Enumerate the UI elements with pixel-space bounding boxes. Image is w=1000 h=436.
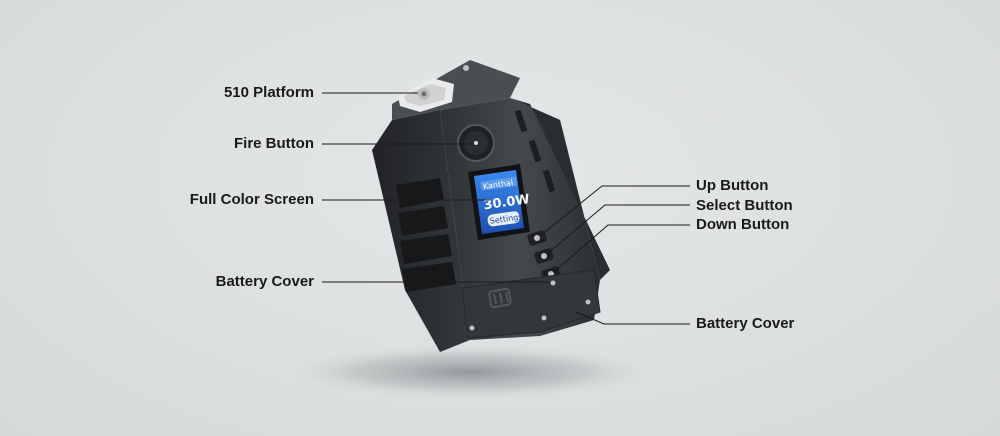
label-510-platform: 510 Platform — [223, 84, 314, 101]
screen-top-text: Kanthal — [482, 178, 513, 191]
floor-shadow — [280, 344, 660, 400]
screen-content: Kanthal 30.0W Settings — [480, 176, 531, 227]
label-battery-cover-left: Battery Cover — [215, 273, 314, 290]
fire-button[interactable] — [457, 124, 495, 162]
label-fire-button: Fire Button — [234, 135, 314, 152]
label-battery-cover-right: Battery Cover — [696, 315, 795, 332]
label-down-button: Down Button — [696, 216, 790, 233]
device-right-edge — [510, 98, 610, 280]
screen-power-text: 30.0W — [483, 192, 531, 213]
right-ribs — [514, 109, 556, 193]
dovpo-logo-icon — [488, 287, 512, 309]
label-up-button: Up Button — [696, 177, 769, 194]
leader-lines — [322, 92, 690, 325]
battery-cover-panel[interactable] — [461, 269, 601, 339]
label-select-button: Select Button — [696, 197, 793, 214]
platform-510 — [398, 65, 469, 112]
label-full-color-screen: Full Color Screen — [189, 191, 314, 208]
